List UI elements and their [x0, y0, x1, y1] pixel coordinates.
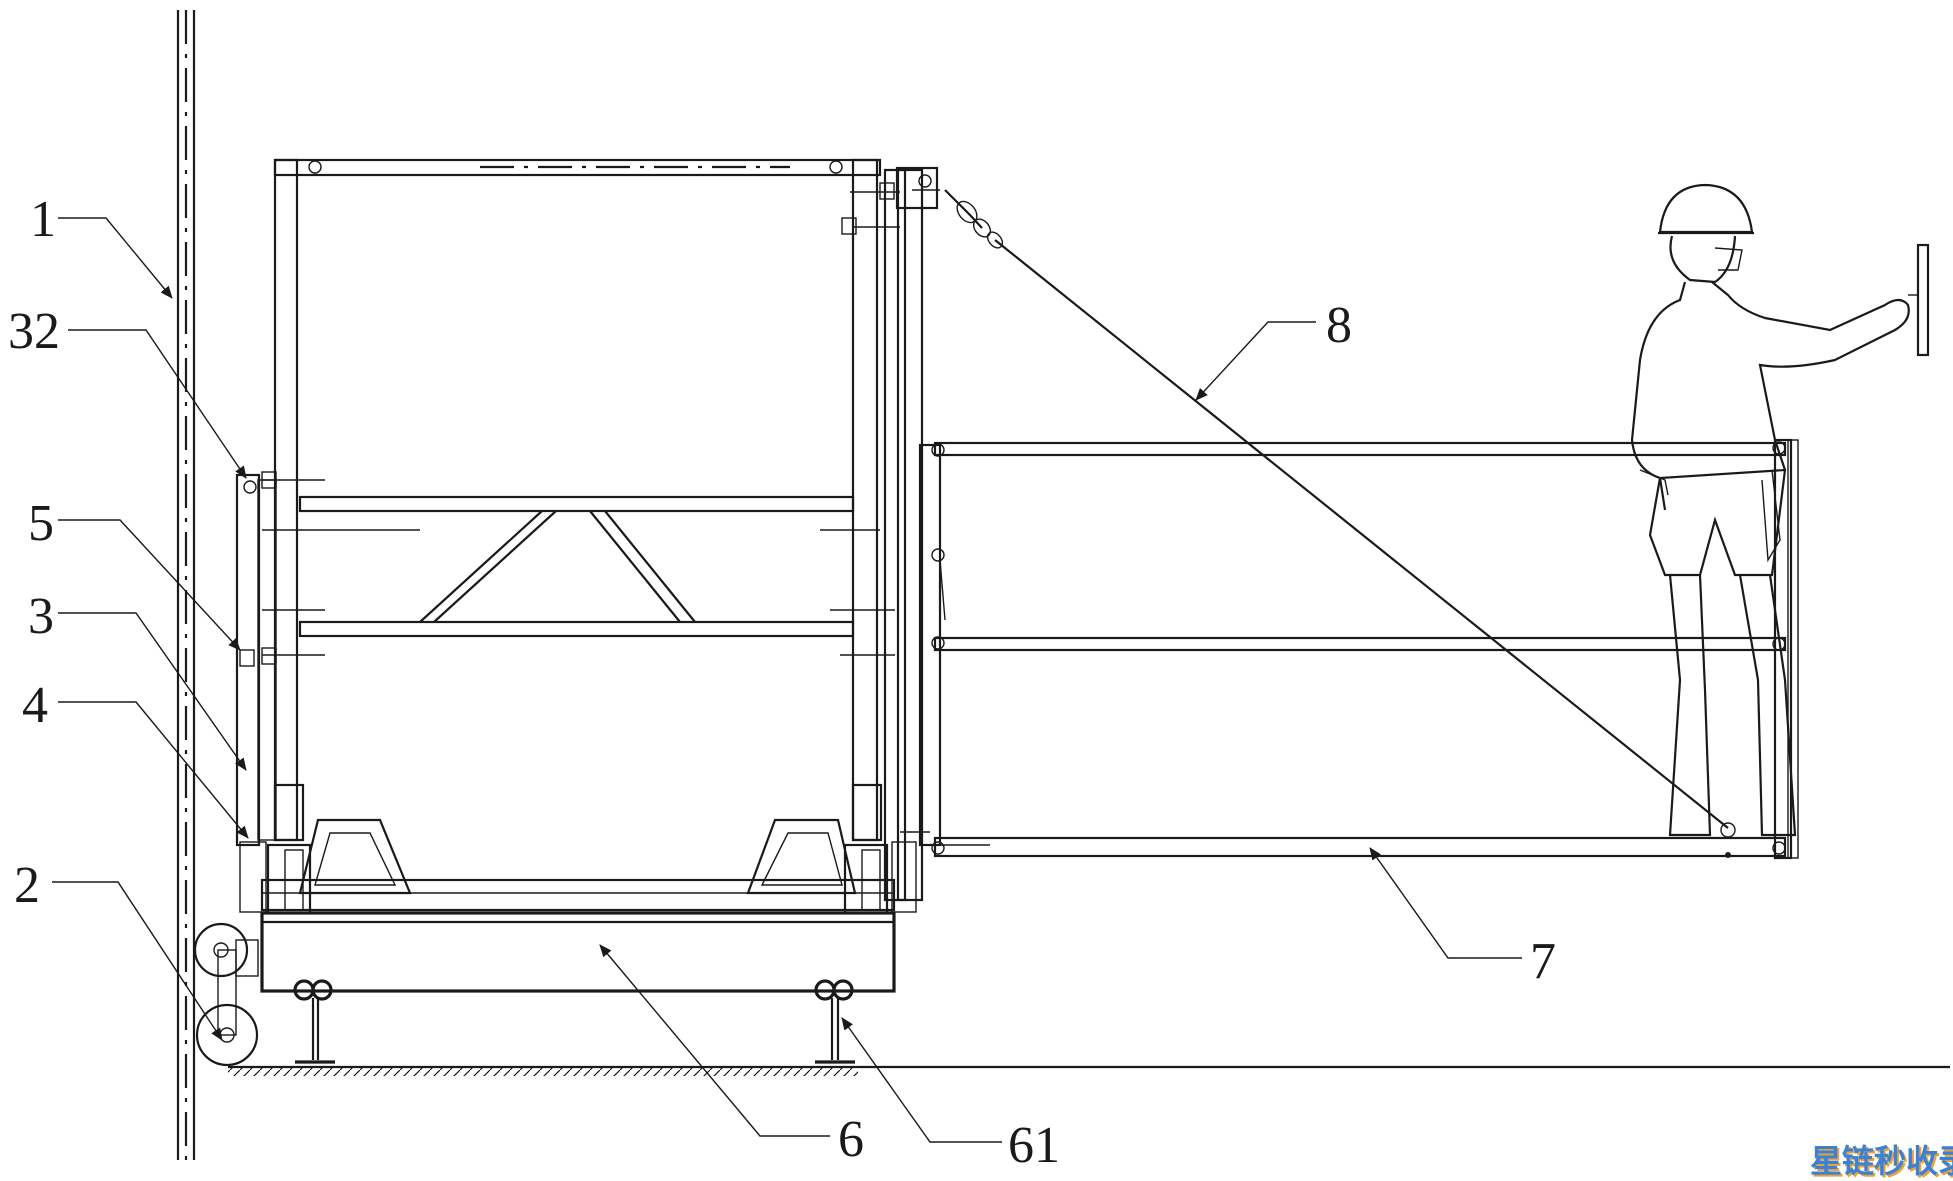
callout-5: 5 [28, 495, 241, 651]
support-legs [293, 979, 855, 1064]
callout-1-label: 1 [30, 191, 56, 248]
callout-61-label: 61 [1008, 1117, 1060, 1174]
callout-7: 7 [1369, 847, 1556, 990]
wall-plate [1908, 243, 1930, 357]
watermark-shadow: 星链秒收录 [1812, 1144, 1953, 1181]
extension-platform [900, 438, 1799, 860]
callout-61: 61 [841, 1017, 1060, 1174]
callout-8-label: 8 [1326, 297, 1352, 354]
callout-2-label: 2 [14, 857, 40, 914]
worker-figure [1630, 183, 1910, 837]
callout-32-label: 32 [8, 303, 60, 360]
watermark: 星链秒收录 星链秒收录 [1810, 1142, 1953, 1181]
callout-32: 32 [8, 303, 247, 479]
callout-2: 2 [14, 857, 223, 1041]
callout-3-label: 3 [28, 588, 54, 645]
callout-7-label: 7 [1530, 933, 1556, 990]
cage-frame [235, 158, 940, 902]
wall-wheels [193, 922, 259, 1067]
callout-8: 8 [1195, 297, 1352, 401]
callout-1: 1 [30, 191, 173, 299]
callout-6: 6 [599, 944, 864, 1168]
callout-4: 4 [22, 677, 249, 839]
callout-6-label: 6 [838, 1111, 864, 1168]
watermark-text: 星链秒收录 [1810, 1142, 1953, 1180]
callout-4-label: 4 [22, 677, 48, 734]
safety-cable [944, 189, 1729, 829]
callout-3: 3 [28, 588, 247, 771]
building-wall [176, 10, 196, 1160]
ground-line [228, 1065, 1950, 1076]
base-chassis [239, 783, 917, 993]
callout-5-label: 5 [28, 495, 54, 552]
